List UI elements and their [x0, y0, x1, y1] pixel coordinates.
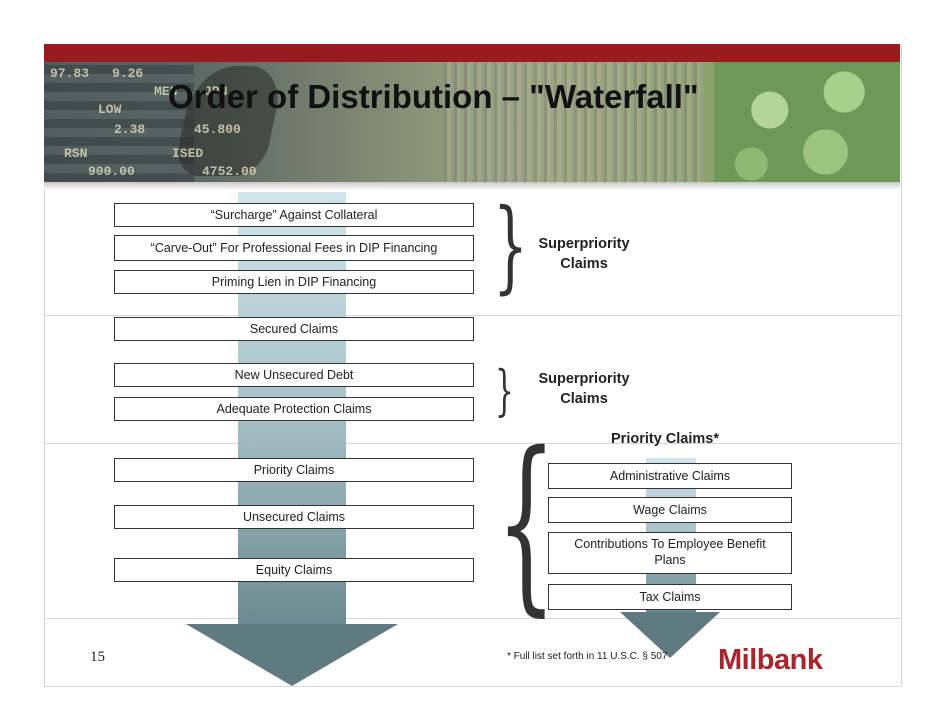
divider-line — [44, 686, 900, 687]
claim-box: New Unsecured Debt — [114, 363, 474, 387]
banner-shadow — [44, 182, 900, 190]
slide-title: Order of Distribution – "Waterfall" — [168, 78, 699, 115]
waterfall-arrow-icon — [186, 624, 398, 686]
ticker-text: JPN — [204, 84, 228, 99]
superpriority-label: Superpriority Claims — [538, 371, 630, 407]
ticker-text: 9.26 — [112, 66, 144, 81]
claim-box: Priming Lien in DIP Financing — [114, 270, 474, 294]
priority-claim-box: Wage Claims — [548, 497, 792, 523]
right-brace-icon: } — [493, 187, 528, 304]
ticker-text: ISED — [172, 146, 204, 161]
ticker-text: MEN — [154, 84, 178, 99]
ticker-text: 45.800 — [194, 122, 241, 137]
milbank-logo: Milbank — [718, 644, 823, 676]
top-color-bar — [44, 44, 900, 62]
priority-claim-box: Tax Claims — [548, 584, 792, 610]
claim-box: Priority Claims — [114, 458, 474, 482]
priority-arrow-icon — [620, 612, 720, 658]
left-brace-icon: { — [496, 412, 557, 633]
superpriority-label: Superpriority Claims — [538, 236, 630, 272]
claim-box: Secured Claims — [114, 317, 474, 341]
page-number: 15 — [90, 649, 105, 665]
divider-line — [44, 443, 900, 444]
divider-line — [44, 315, 900, 316]
ticker-text: 4752.00 — [202, 164, 257, 179]
claim-box: Adequate Protection Claims — [114, 397, 474, 421]
claim-box: “Carve-Out” For Professional Fees in DIP… — [114, 235, 474, 261]
slide-frame — [44, 44, 902, 686]
priority-claim-box: Contributions To Employee Benefit Plans — [548, 532, 792, 574]
footnote: * Full list set forth in 11 U.S.C. § 507 — [507, 651, 668, 662]
header-banner-image: 97.83 9.26 2.38 45.800 900.00 4752.00 RS… — [44, 62, 900, 182]
claim-box: Unsecured Claims — [114, 505, 474, 529]
claim-box: Equity Claims — [114, 558, 474, 582]
ticker-text: 900.00 — [88, 164, 135, 179]
claim-box: “Surcharge” Against Collateral — [114, 203, 474, 227]
right-brace-icon: } — [495, 359, 514, 422]
ticker-text: 97.83 — [50, 66, 90, 81]
ticker-text: 2.38 — [114, 122, 146, 137]
ticker-text: LOW — [98, 102, 122, 117]
priority-claim-box: Administrative Claims — [548, 463, 792, 489]
ticker-text: RSN — [64, 146, 88, 161]
priority-claims-header: Priority Claims* — [611, 431, 719, 447]
divider-line — [44, 618, 900, 619]
